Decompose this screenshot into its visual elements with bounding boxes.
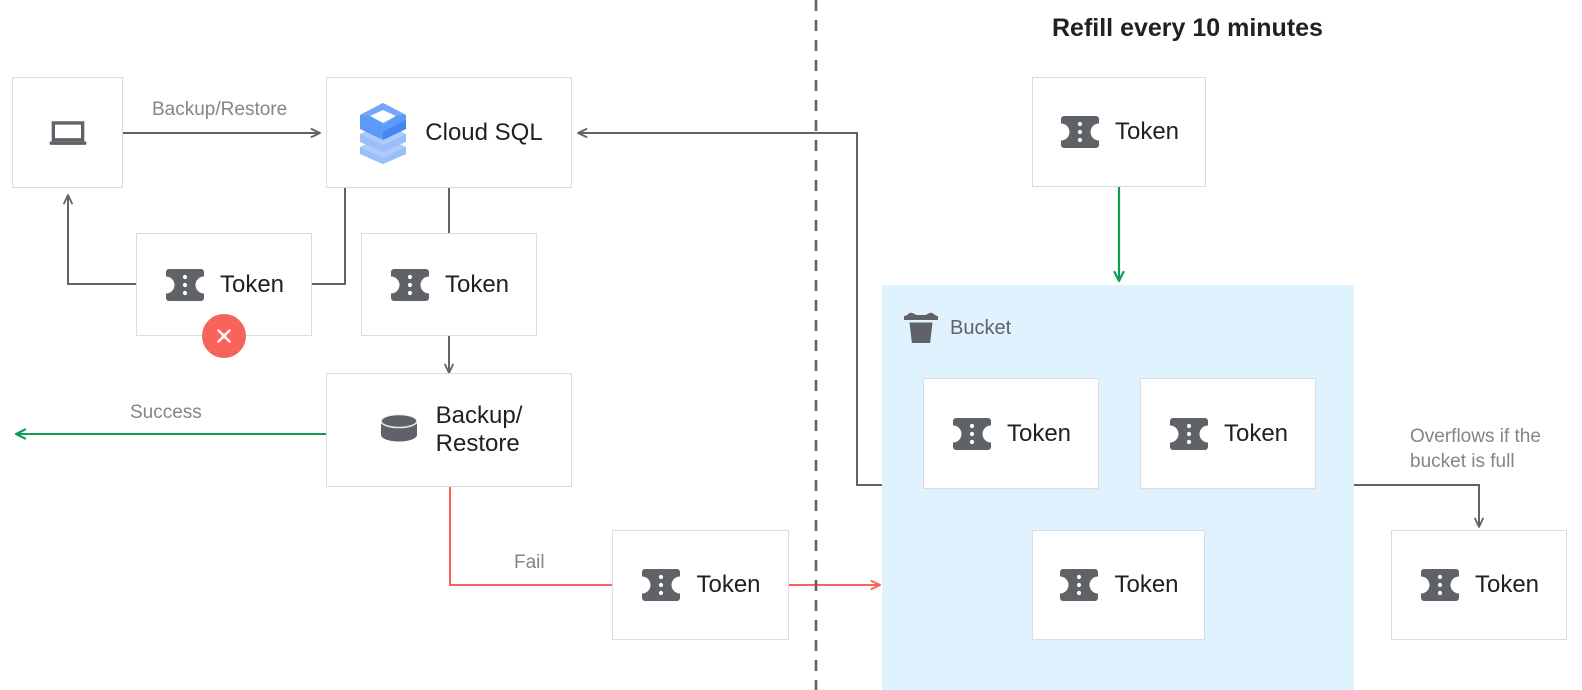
token-icon — [164, 266, 206, 304]
node-label: Token — [1474, 571, 1540, 599]
bucket-label: Bucket — [950, 316, 1012, 339]
node-label: Token — [1223, 419, 1289, 447]
laptop-icon — [46, 111, 90, 155]
status-badge-error — [202, 314, 246, 358]
node-label: Cloud SQL — [425, 118, 543, 146]
token-icon — [640, 566, 682, 604]
token-icon — [1168, 415, 1210, 453]
node-label: Token — [1006, 419, 1072, 447]
bucket-icon — [902, 310, 940, 346]
database-icon — [376, 411, 422, 449]
node-label: Token — [696, 571, 761, 599]
node-label: Token — [219, 270, 285, 298]
edge-overflow — [1354, 484, 1484, 528]
node-token-bucket-1[interactable]: Token — [923, 378, 1099, 489]
bucket-header: Bucket — [902, 310, 1011, 346]
token-icon — [389, 266, 431, 304]
edge-fail-in — [449, 487, 612, 586]
node-token-refill[interactable]: Token — [1032, 77, 1206, 187]
edge-bucket-to-cloudsql — [577, 128, 882, 486]
node-token-overflow[interactable]: Token — [1391, 530, 1567, 640]
node-label: Token — [1114, 571, 1179, 599]
token-icon — [1059, 113, 1101, 151]
edge-label-backup-restore: Backup/Restore — [152, 99, 288, 120]
edge-label-success: Success — [130, 402, 202, 423]
node-label: Token — [444, 270, 510, 298]
cloud-sql-icon — [355, 102, 411, 164]
node-token-cloudsql[interactable]: Token — [361, 233, 537, 336]
token-icon — [1058, 566, 1100, 604]
node-label: Token — [1114, 118, 1180, 146]
token-icon — [1419, 566, 1461, 604]
node-token-bucket-2[interactable]: Token — [1140, 378, 1316, 489]
node-token-fail[interactable]: Token — [612, 530, 789, 640]
edge-label-overflow: Overflows if the bucket is full — [1410, 426, 1541, 472]
node-backup-restore[interactable]: Backup/ Restore — [326, 373, 572, 487]
node-client[interactable] — [12, 77, 123, 188]
node-cloud-sql[interactable]: Cloud SQL — [326, 77, 572, 188]
page-title: Refill every 10 minutes — [1052, 14, 1323, 42]
close-icon — [213, 325, 235, 347]
edge-label-fail: Fail — [514, 552, 545, 573]
node-label: Backup/ Restore — [435, 402, 523, 457]
node-token-bucket-3[interactable]: Token — [1032, 530, 1205, 640]
token-icon — [951, 415, 993, 453]
